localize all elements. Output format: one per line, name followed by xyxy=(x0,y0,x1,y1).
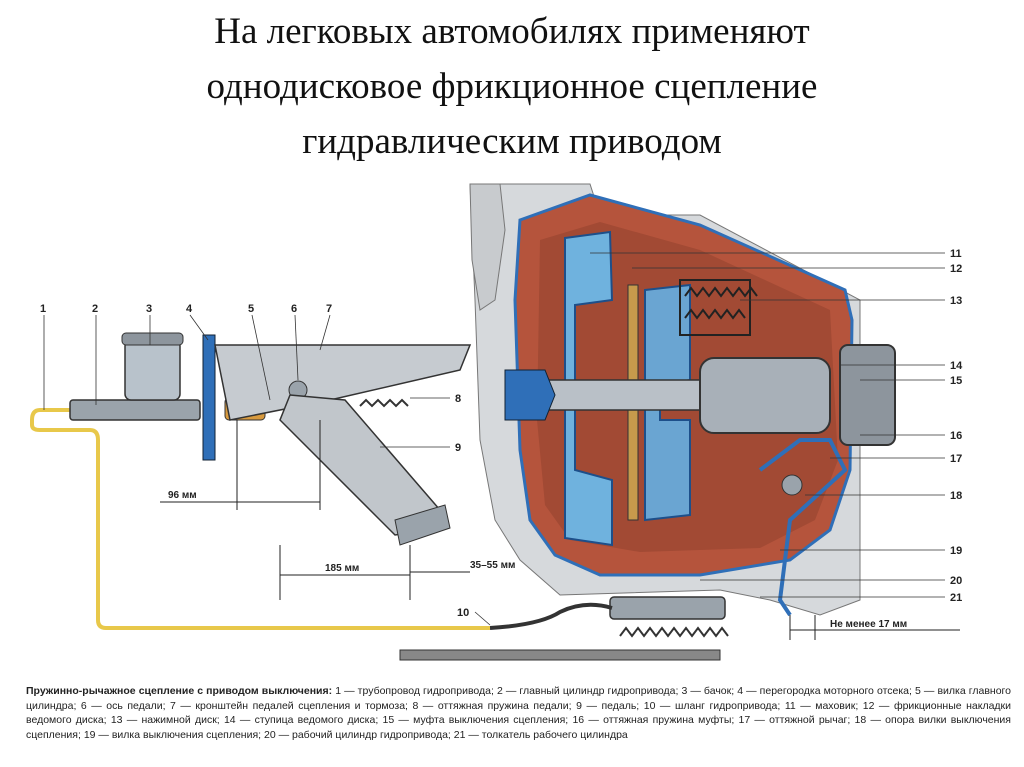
hub-flange xyxy=(839,344,896,446)
reservoir-cap xyxy=(121,332,184,346)
pedal-spring xyxy=(359,398,409,408)
floor-bracket xyxy=(399,649,721,661)
part-number-11: 11 xyxy=(950,248,962,260)
dimension-96mm: 96 мм xyxy=(168,490,197,501)
part-number-10: 10 xyxy=(457,607,469,619)
hydraulic-hose xyxy=(489,602,613,630)
part-number-12: 12 xyxy=(950,263,962,275)
part-number-20: 20 xyxy=(950,575,962,587)
release-fork xyxy=(758,438,848,617)
part-number-19: 19 xyxy=(950,545,962,557)
part-number-13: 13 xyxy=(950,295,962,307)
pressure-springs xyxy=(684,286,758,320)
friction-lining-bottom xyxy=(627,409,639,521)
title-line-2: однодисковое фрикционное сцепление xyxy=(206,66,818,107)
part-number-17: 17 xyxy=(950,453,962,465)
slave-cylinder xyxy=(609,596,726,620)
slave-spring xyxy=(619,626,729,638)
fork-support xyxy=(781,474,803,496)
dimension-lines xyxy=(160,420,960,640)
dimension-min-17mm: Не менее 17 мм xyxy=(830,619,907,630)
hydraulic-pipe xyxy=(30,408,490,630)
part-number-18: 18 xyxy=(950,490,962,502)
slide-title: На легковых автомобилях применяют одноди… xyxy=(0,4,1024,169)
part-number-1: 1 xyxy=(40,303,46,315)
friction-lining-top xyxy=(627,284,639,386)
part-number-15: 15 xyxy=(950,375,962,387)
caption-text: 1 — трубопровод гидропривода; 2 — главны… xyxy=(26,685,1011,741)
title-line-3: гидравлическим приводом xyxy=(302,121,722,162)
master-cylinder xyxy=(69,399,201,421)
part-number-21: 21 xyxy=(950,592,962,604)
part-number-2: 2 xyxy=(92,303,98,315)
pedal-bracket xyxy=(214,344,472,421)
leader-lines xyxy=(43,252,945,626)
title-line-1: На легковых автомобилях применяют xyxy=(214,11,810,52)
shaft-tip xyxy=(504,369,556,421)
part-number-6: 6 xyxy=(291,303,297,315)
caption-heading: Пружинно-рычажное сцепление с приводом в… xyxy=(26,685,333,697)
part-number-7: 7 xyxy=(326,303,332,315)
part-number-8: 8 xyxy=(455,393,461,405)
part-number-5: 5 xyxy=(248,303,254,315)
spring-cover xyxy=(679,279,751,336)
part-number-3: 3 xyxy=(146,303,152,315)
diagram-caption: Пружинно-рычажное сцепление с приводом в… xyxy=(26,684,1011,742)
part-number-4: 4 xyxy=(186,303,193,315)
reservoir xyxy=(124,339,181,401)
part-number-9: 9 xyxy=(455,442,461,454)
firewall xyxy=(202,334,216,461)
dimension-35-55mm: 35–55 мм xyxy=(470,560,515,571)
engine-left-wall xyxy=(469,183,506,311)
pressure-plate xyxy=(644,283,691,522)
release-hub xyxy=(699,357,831,434)
dimension-185mm: 185 мм xyxy=(325,563,359,574)
pedal-pad xyxy=(394,504,451,546)
part-number-16: 16 xyxy=(950,430,962,442)
part-number-14: 14 xyxy=(950,360,963,372)
